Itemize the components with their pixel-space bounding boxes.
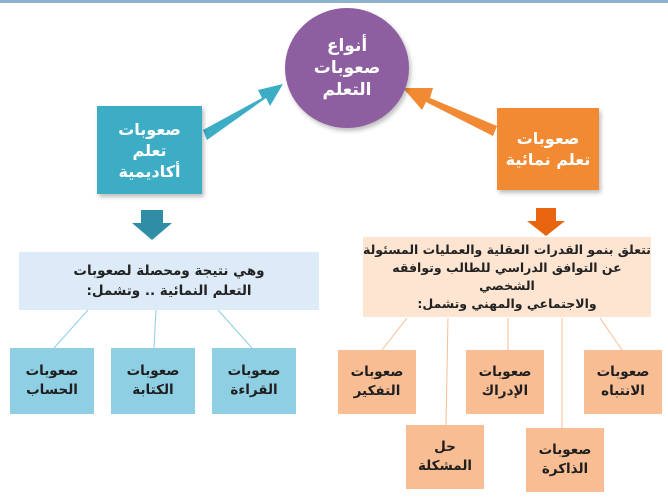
perception-difficulties-node: صعوبات الإدراك <box>466 350 544 414</box>
developmental-down-arrow <box>527 208 565 236</box>
math-difficulties-node: صعوبات الحساب <box>10 348 94 414</box>
reading-difficulties-node: صعوبات القراءة <box>212 348 296 414</box>
academic-description: وهي نتيجة ومحصلة لصعوبات التعلم النمائية… <box>19 252 319 310</box>
learning-difficulty-types-node: أنواع صعوبات التعلم <box>285 8 409 128</box>
academic-connector-line <box>53 309 89 349</box>
academic-connector-line <box>153 309 157 349</box>
thinking-difficulties-node: صعوبات التفكير <box>338 350 416 414</box>
attention-difficulties-node: صعوبات الانتباه <box>584 350 662 414</box>
problem-solving-node: حل المشكلة <box>406 425 484 489</box>
top-border-line <box>0 0 668 3</box>
developmental-difficulties-node: صعوبات تعلم نمائية <box>497 108 599 190</box>
developmental-connector-line <box>599 317 623 351</box>
academic-connector-line <box>217 309 253 349</box>
academic-to-center-arrow <box>203 84 283 140</box>
developmental-to-center-arrow <box>403 88 497 136</box>
developmental-connector-line <box>445 317 449 426</box>
writing-difficulties-node: صعوبات الكتابة <box>111 348 195 414</box>
developmental-connector-line <box>381 317 408 351</box>
memory-difficulties-node: صعوبات الذاكرة <box>526 428 604 492</box>
developmental-description: تتعلق بنمو القدرات العقلية والعمليات الم… <box>363 237 651 317</box>
academic-down-arrow <box>132 210 172 240</box>
academic-difficulties-node: صعوبات تعلم أكاديمية <box>97 106 202 194</box>
